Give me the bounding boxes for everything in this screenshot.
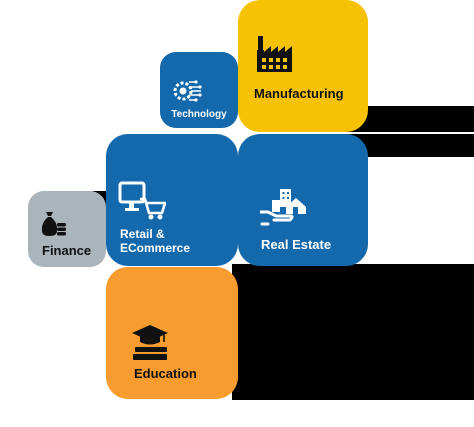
retail-ecommerce-tile[interactable]: Retail &ECommerce [106, 134, 238, 266]
factory-icon [257, 36, 292, 72]
real-estate-tile[interactable]: Real Estate [238, 134, 368, 266]
technology-tile[interactable]: Technology [160, 52, 238, 128]
chip-gear-icon [173, 80, 202, 102]
technology-label: Technology [171, 109, 227, 120]
graduation-cap-books-icon [132, 325, 168, 360]
monitor-cart-icon [118, 181, 166, 220]
retail-label-line1: Retail & [120, 227, 165, 241]
hand-buildings-icon [260, 189, 306, 226]
money-bag-coins-icon [41, 212, 66, 236]
black-block-lower-right [232, 264, 474, 400]
finance-tile[interactable]: Finance [28, 191, 106, 267]
retail-label-line2: ECommerce [120, 241, 191, 255]
manufacturing-tile[interactable]: Manufacturing [238, 0, 368, 132]
black-band-real-estate [340, 134, 474, 157]
manufacturing-label: Manufacturing [254, 86, 344, 101]
retail-ecommerce-label: Retail &ECommerce [120, 227, 190, 255]
education-tile[interactable]: Education [106, 267, 238, 399]
finance-label: Finance [42, 243, 92, 258]
real-estate-label: Real Estate [261, 237, 332, 252]
education-label: Education [134, 366, 197, 381]
